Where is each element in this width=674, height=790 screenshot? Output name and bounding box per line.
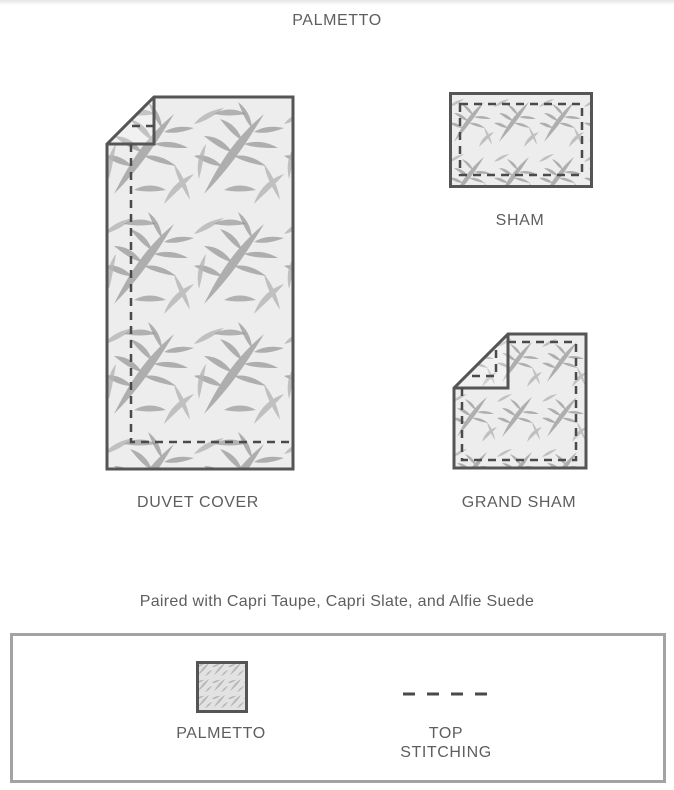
grand-sham-illustration	[452, 332, 588, 475]
duvet-cover-label: DUVET COVER	[137, 494, 259, 511]
legend-palmetto-label: PALMETTO	[176, 725, 266, 742]
legend-top-stitching-line1: TOP	[428, 725, 464, 742]
grand-sham-label: GRAND SHAM	[461, 494, 577, 511]
fabric-swatch-icon	[196, 661, 248, 718]
legend-top-stitching-label: TOP STITCHING	[400, 724, 492, 762]
sham-illustration	[449, 92, 593, 193]
sham-label: SHAM	[495, 212, 545, 229]
duvet-cover-illustration	[104, 94, 296, 477]
pairing-note: Paired with Capri Taupe, Capri Slate, an…	[139, 593, 535, 610]
legend-box: PALMETTO TOP STITCHING	[10, 633, 666, 783]
dashed-line-icon	[403, 684, 489, 702]
legend-top-stitching-line2: STITCHING	[400, 744, 492, 761]
page-title: PALMETTO	[292, 12, 382, 29]
top-shadow	[0, 0, 674, 5]
